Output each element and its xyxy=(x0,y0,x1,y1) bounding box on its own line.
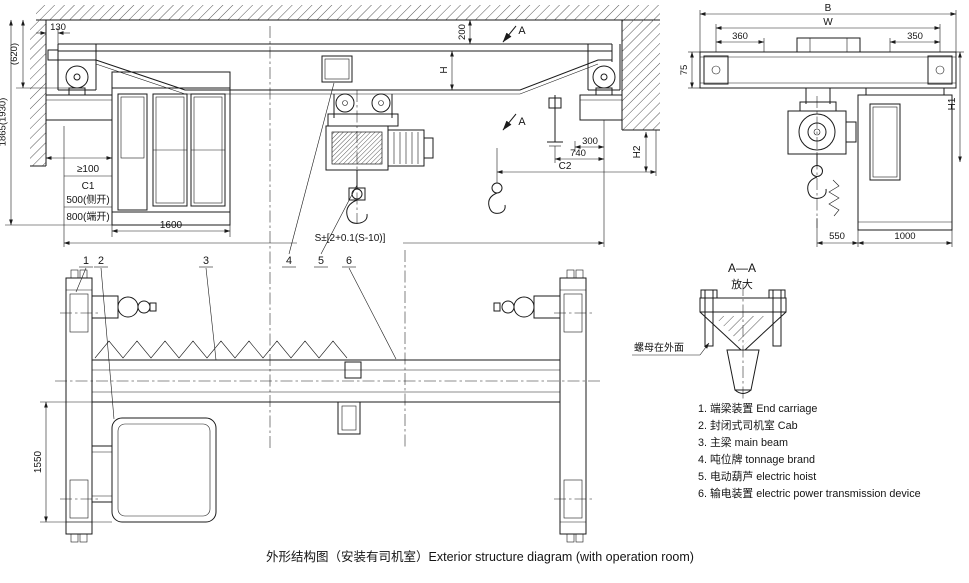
callout-5: 5 xyxy=(318,255,324,267)
runway-beam-left xyxy=(45,94,113,121)
top-block xyxy=(796,37,861,53)
dim-740-label: 740 xyxy=(570,148,586,159)
section-cut-markers: A A xyxy=(502,25,526,131)
festoon-cable-zigzag xyxy=(94,340,348,359)
carriage-wheel xyxy=(703,55,729,85)
end-truck-right xyxy=(579,44,623,121)
legend: 1. 端梁装置 End carriage 2. 封闭式司机室 Cab 3. 主梁… xyxy=(698,401,921,500)
runway-beam-right xyxy=(579,94,623,121)
end-carriage-right-plan xyxy=(493,269,592,543)
section-a-label-top: A xyxy=(518,25,526,37)
power-feed-bracket xyxy=(547,95,563,147)
dim-c2-label: C2 xyxy=(559,161,572,172)
legend-item-5: 5. 电动葫芦 electric hoist xyxy=(698,470,816,483)
buffer xyxy=(47,49,59,61)
ceiling-hatch xyxy=(36,5,660,21)
callout-2: 2 xyxy=(98,255,104,267)
dim-500-label: 500(侧开) xyxy=(66,193,109,206)
dim-1600-label: 1600 xyxy=(160,220,183,231)
trolley-wheel xyxy=(371,93,391,113)
dim-span-formula-label: S±[2+0.1(S-10)] xyxy=(315,233,386,244)
cab-end-view xyxy=(857,88,953,231)
dim-1000-label: 1000 xyxy=(894,231,915,242)
travel-motor xyxy=(513,296,535,318)
dim-550-label: 550 xyxy=(829,231,845,242)
carriage-wheel xyxy=(927,55,953,85)
dim-130-label: 130 xyxy=(50,22,66,33)
dim-620-label: (620) xyxy=(9,43,20,65)
side-elevation-view: A A 130 (620) 1865(1930) 200 H ≥100 C1 5… xyxy=(0,5,660,247)
dim-h-label: H xyxy=(439,66,450,73)
festoon-clamp xyxy=(344,361,362,379)
dim-300-label: 300 xyxy=(582,136,598,147)
dim-1865-label: 1865(1930) xyxy=(0,98,9,147)
detail-note: 螺母在外面 xyxy=(634,342,684,354)
right-wall-hatch xyxy=(621,20,660,131)
side-view-dimensions: 130 (620) 1865(1930) 200 H ≥100 C1 500(侧… xyxy=(0,19,657,247)
hoist-end-view xyxy=(787,88,857,228)
detail-title: A—A xyxy=(728,261,756,275)
dim-200-label: 200 xyxy=(457,24,468,40)
dim-350-label: 350 xyxy=(907,31,923,42)
nut xyxy=(700,289,718,299)
cable-coil xyxy=(828,179,840,217)
dim-h2-label: H2 xyxy=(632,145,643,158)
drawing-caption: 外形结构图（安装有司机室）Exterior structure diagram … xyxy=(266,549,694,564)
legend-item-4: 4. 吨位牌 tonnage brand xyxy=(698,452,815,466)
end-view-dimensions: B W 360 350 75 H1 550 1000 xyxy=(679,3,964,247)
bolt xyxy=(772,289,782,347)
dim-360-label: 360 xyxy=(732,31,748,42)
dim-h1-label: H1 xyxy=(947,97,958,110)
operator-cab xyxy=(111,71,231,226)
trolley-wheel xyxy=(335,93,355,113)
callout-1: 1 xyxy=(83,255,89,267)
legend-item-2: 2. 封闭式司机室 Cab xyxy=(698,418,798,432)
dim-ge100-label: ≥100 xyxy=(77,164,100,175)
dim-800-label: 800(端开) xyxy=(66,210,109,223)
electric-hoist xyxy=(325,90,434,224)
main-beam-plan xyxy=(92,359,560,403)
callout-4: 4 xyxy=(286,255,292,267)
clamp-top-plate xyxy=(699,297,787,313)
end-carriage xyxy=(699,51,957,89)
hook-extreme-position xyxy=(488,148,506,214)
dim-w-label: W xyxy=(823,17,833,28)
hook xyxy=(346,199,368,224)
travel-gearbox xyxy=(533,295,561,319)
cab-window xyxy=(869,103,901,181)
cab-platform xyxy=(91,445,113,503)
nut xyxy=(768,289,786,299)
detail-subtitle: 放大 xyxy=(731,277,753,291)
cab-door xyxy=(117,93,148,211)
dim-75-label: 75 xyxy=(679,65,690,76)
plan-view-dimensions: 1550 xyxy=(33,401,112,523)
dim-b-label: B xyxy=(825,3,832,14)
hook xyxy=(807,176,827,199)
end-carriage-left-plan xyxy=(60,269,157,543)
travel-motor xyxy=(117,296,139,318)
dim-1550-label: 1550 xyxy=(33,450,44,473)
dim-c1-label: C1 xyxy=(82,181,95,192)
legend-item-6: 6. 输电装置 electric power transmission devi… xyxy=(698,486,921,500)
end-truck-left xyxy=(45,44,113,121)
legend-item-3: 3. 主梁 main beam xyxy=(698,435,788,449)
left-wall-hatch xyxy=(30,20,47,167)
cab-plan xyxy=(91,417,217,523)
callouts: 1 2 3 4 5 6 xyxy=(75,82,397,420)
section-a-label-bottom: A xyxy=(518,116,526,128)
main-girder xyxy=(58,43,613,95)
callout-3: 3 xyxy=(203,255,209,267)
end-elevation-view: B W 360 350 75 H1 550 1000 xyxy=(679,3,964,247)
plan-view: 1550 1 2 3 4 5 6 xyxy=(33,26,600,543)
section-aa-detail: A—A 放大 螺母在外面 xyxy=(632,261,787,400)
callout-6: 6 xyxy=(346,255,352,267)
hoist-plan xyxy=(337,401,361,435)
tonnage-plate xyxy=(321,55,353,83)
legend-item-1: 1. 端梁装置 End carriage xyxy=(698,401,817,415)
